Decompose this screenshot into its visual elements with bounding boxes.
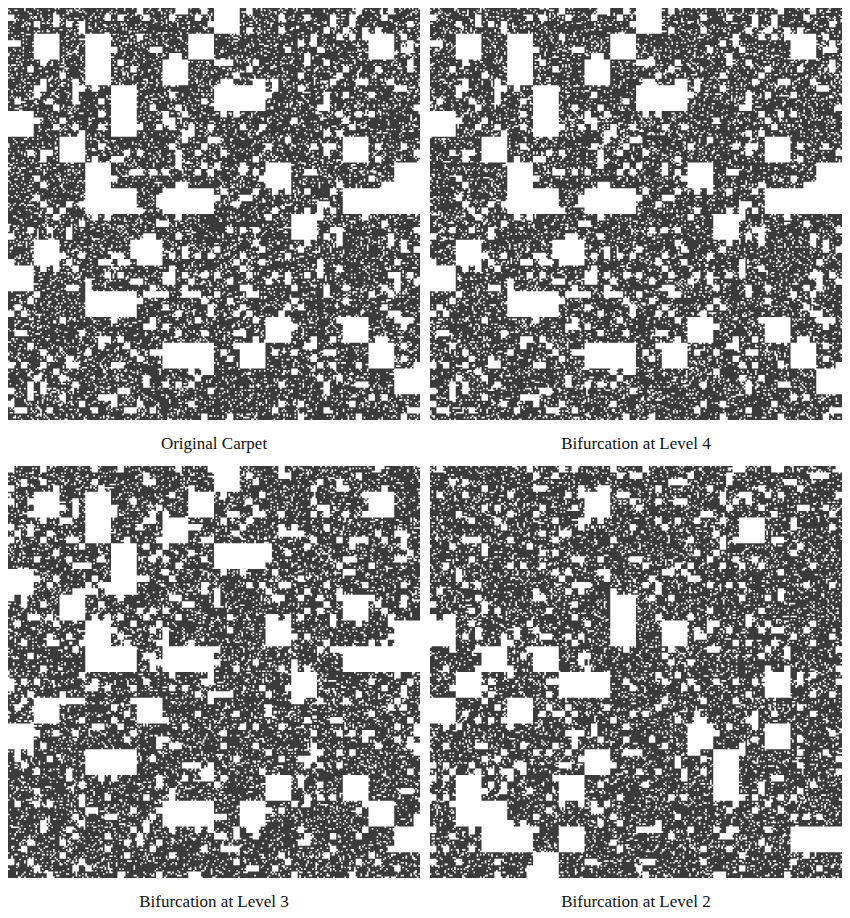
panel-caption: Bifurcation at Level 2 <box>561 892 711 912</box>
fractal-carpet <box>8 8 420 420</box>
panel-caption: Original Carpet <box>161 434 267 454</box>
panel-caption: Bifurcation at Level 3 <box>139 892 289 912</box>
fractal-carpet <box>430 8 842 420</box>
fractal-carpet <box>430 466 842 878</box>
fractal-carpet <box>8 466 420 878</box>
panel-caption: Bifurcation at Level 4 <box>561 434 711 454</box>
